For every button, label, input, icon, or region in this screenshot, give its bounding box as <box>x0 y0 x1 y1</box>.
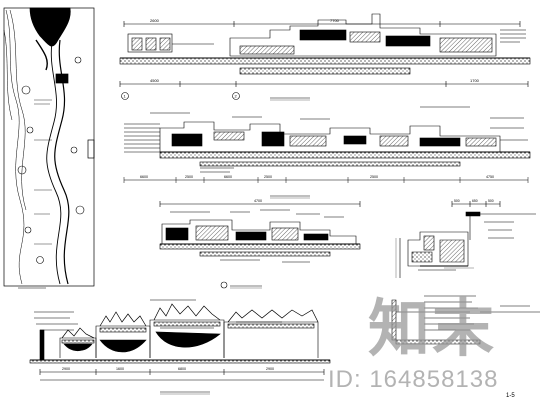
detail-wall-text: 500 650 500 <box>454 199 494 203</box>
elevation-top-dim: 4500 <box>150 78 160 83</box>
plan-labels <box>34 99 52 245</box>
axis-callout-label: 1 <box>124 94 127 99</box>
tree-mass <box>29 7 71 47</box>
section-c-dim: 4700 <box>254 199 262 203</box>
section-a-dim: 2500 <box>185 175 193 179</box>
section-planter-dim: 6800 <box>178 367 186 371</box>
detail-wall <box>395 201 536 278</box>
watermark-id: ID: 164858138 <box>328 366 499 393</box>
shrub-outline <box>61 327 95 339</box>
elevation-top <box>119 13 531 101</box>
elevation-top-text: 2600 7700 4500 1700 1 2 <box>124 18 480 99</box>
elevation-top-dim: 7700 <box>330 18 340 23</box>
elevation-top-dim: 1700 <box>470 78 480 83</box>
section-planter <box>29 299 331 395</box>
section-c <box>159 201 361 289</box>
site-plan <box>3 7 95 289</box>
section-planter-dim: 2900 <box>62 367 70 371</box>
elevation-top-dim: 2600 <box>150 18 160 23</box>
watermark-logo: 知末 <box>368 295 497 364</box>
shrub-outline <box>99 311 147 327</box>
tree-symbols <box>17 56 85 264</box>
axis-callout-label: 2 <box>235 94 238 99</box>
section-a-dim: 6600 <box>140 175 148 179</box>
section-planter-dim: 2900 <box>266 367 274 371</box>
detail-wall-dim: 500 <box>454 199 460 203</box>
section-a-dim: 6600 <box>224 175 232 179</box>
section-a-dim: 2500 <box>264 175 272 179</box>
detail-wall-dim: 500 <box>488 199 494 203</box>
section-a <box>123 106 531 199</box>
section-a-dim: 2500 <box>370 175 378 179</box>
section-a-dim: 4750 <box>486 175 494 179</box>
sheet-number: 1-5 <box>506 393 515 399</box>
section-planter-dim: 1600 <box>116 367 124 371</box>
shrub-outline <box>153 303 221 321</box>
section-a-text: 6600 2500 6600 2500 2500 4750 <box>140 175 494 179</box>
detail-wall-dim: 650 <box>472 199 478 203</box>
detail-right <box>391 295 540 345</box>
section-planter-text: 2900 1600 6800 2900 <box>62 367 274 371</box>
section-c-text: 4700 <box>254 199 262 203</box>
shrub-outline <box>227 309 319 323</box>
